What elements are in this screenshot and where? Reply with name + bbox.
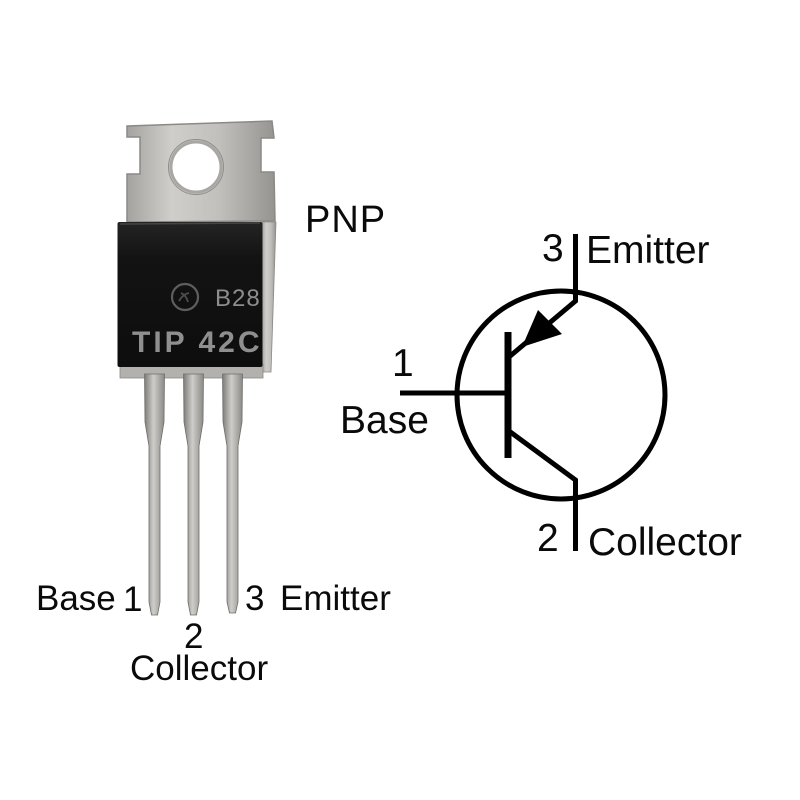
- package-part-number: TIP 42C: [132, 326, 263, 359]
- photo-emitter-number: 3: [245, 579, 265, 618]
- photo-base-number: 1: [123, 580, 143, 619]
- symbol-collector-name: Collector: [588, 521, 742, 564]
- metal-tab-side: [261, 221, 277, 373]
- photo-collector-number: 2: [184, 617, 204, 656]
- package-body-top-highlight: [119, 222, 261, 225]
- photo-collector-name: Collector: [130, 649, 269, 688]
- collector-lead: [507, 428, 578, 551]
- photo-emitter-name: Emitter: [280, 579, 391, 618]
- symbol-emitter-name: Emitter: [586, 229, 710, 272]
- package-body: [117, 222, 263, 367]
- symbol-base-number: 1: [392, 342, 414, 385]
- symbol-base-name: Base: [340, 399, 429, 442]
- pin-leg-3: [222, 373, 243, 614]
- mounting-hole-rim: [168, 139, 224, 195]
- pin-leg-2: [183, 373, 204, 616]
- photo-base-name: Base: [36, 579, 116, 618]
- mounting-hole: [169, 140, 223, 194]
- symbol-emitter-number: 3: [542, 227, 564, 270]
- manufacturer-logo-icon: [170, 282, 200, 312]
- package-lot-code: B28: [215, 285, 261, 312]
- transistor-type-label: PNP: [305, 199, 387, 241]
- symbol-collector-number: 2: [537, 517, 559, 560]
- pnp-arrow-icon: [522, 310, 562, 347]
- pin-leg-1: [144, 373, 165, 616]
